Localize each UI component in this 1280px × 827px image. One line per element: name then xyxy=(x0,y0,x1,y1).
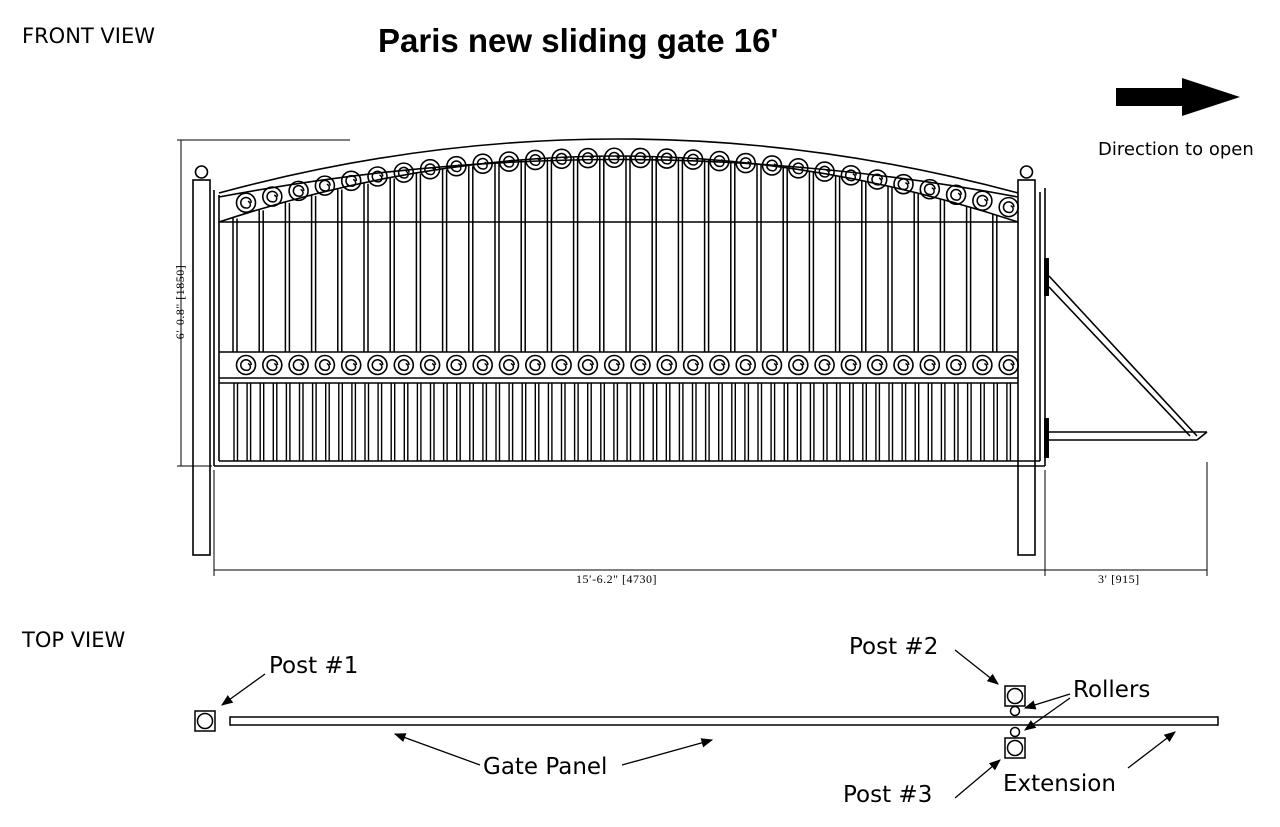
scroll-ornament xyxy=(919,354,941,376)
scroll-ornament xyxy=(840,354,862,376)
rollers-label: Rollers xyxy=(1073,677,1151,703)
scroll-ornament xyxy=(498,354,520,376)
drawing-title: Paris new sliding gate 16' xyxy=(378,22,779,59)
scroll-ornament xyxy=(919,178,941,200)
scroll-ornament xyxy=(787,354,809,376)
scroll-ornament xyxy=(761,354,783,376)
scroll-ornament xyxy=(709,354,730,376)
scroll-ornament xyxy=(972,354,993,376)
scroll-ornament xyxy=(709,150,730,172)
scroll-ornament xyxy=(735,354,757,376)
scroll-ornament xyxy=(814,161,835,182)
hinge-brackets xyxy=(1044,258,1049,458)
post-right xyxy=(1017,165,1036,556)
scroll-ornament xyxy=(682,354,704,376)
scroll-ornament xyxy=(945,184,967,206)
scroll-ornament xyxy=(419,354,441,376)
roller-lower xyxy=(1009,726,1021,738)
scroll-ornament xyxy=(735,152,757,174)
scroll-ornament xyxy=(630,354,651,376)
extension-label: Extension xyxy=(1003,771,1116,797)
scroll-ornament xyxy=(524,149,546,171)
scroll-ornament xyxy=(761,155,783,176)
dimension-lines xyxy=(177,139,1208,576)
callout-arrows xyxy=(221,649,1176,799)
upper-pickets xyxy=(232,156,998,352)
scroll-ornament xyxy=(893,354,914,376)
scroll-ornament xyxy=(367,354,388,376)
scroll-ornament xyxy=(472,153,494,174)
roller-upper xyxy=(1009,705,1021,717)
scroll-ornament xyxy=(498,151,520,172)
lower-pickets xyxy=(233,383,1012,461)
scroll-ornament xyxy=(393,162,415,183)
scroll-ornament xyxy=(288,180,309,202)
scroll-ornament xyxy=(340,354,362,376)
scroll-ornament xyxy=(393,354,415,376)
scroll-ornament xyxy=(551,354,572,376)
scroll-ornament xyxy=(261,354,283,376)
scroll-ornament xyxy=(446,155,467,177)
scroll-ornament xyxy=(630,147,651,169)
middle-scroll-band xyxy=(235,354,1020,376)
post-1-plan xyxy=(194,710,216,732)
scroll-ornament xyxy=(972,190,993,212)
scroll-ornament xyxy=(840,165,862,186)
direction-arrow-icon xyxy=(1116,78,1240,116)
scroll-ornament xyxy=(945,354,967,376)
scroll-ornament xyxy=(235,354,257,376)
scroll-ornament xyxy=(787,158,809,179)
scroll-ornament xyxy=(577,147,599,169)
scroll-ornament xyxy=(340,170,362,192)
height-dimension: 6′-0.8" [1850] xyxy=(173,264,187,340)
top-scroll-band xyxy=(235,147,1020,218)
scroll-ornament xyxy=(288,354,309,376)
scroll-ornament xyxy=(235,192,257,214)
scroll-ornament xyxy=(998,354,1020,376)
post-3-plan xyxy=(1004,737,1026,759)
scroll-ornament xyxy=(893,173,914,195)
post-1-label: Post #1 xyxy=(269,653,359,679)
scroll-ornament xyxy=(314,175,336,196)
scroll-ornament xyxy=(866,354,888,376)
gate-extension-front xyxy=(1048,275,1208,441)
scroll-ornament xyxy=(656,354,678,376)
scroll-ornament xyxy=(603,147,625,169)
scroll-ornament xyxy=(866,169,888,190)
scroll-ornament xyxy=(656,148,678,169)
scroll-ornament xyxy=(682,149,704,170)
scroll-ornament xyxy=(261,186,283,207)
scroll-ornament xyxy=(419,158,441,180)
post-2-label: Post #2 xyxy=(849,634,939,660)
front-view-label: FRONT VIEW xyxy=(22,24,156,48)
extension-dimension: 3′ [915] xyxy=(1098,572,1140,586)
post-left xyxy=(192,165,211,556)
gate-panel-plan xyxy=(229,716,1219,726)
scroll-ornament xyxy=(314,354,336,376)
direction-label: Direction to open xyxy=(1098,139,1254,160)
scroll-ornament xyxy=(367,166,388,187)
scroll-ornament xyxy=(524,354,546,376)
scroll-ornament xyxy=(577,354,599,376)
scroll-ornament xyxy=(446,354,467,376)
top-view-plan xyxy=(194,685,1219,759)
post-3-label: Post #3 xyxy=(843,782,933,808)
scroll-ornament xyxy=(472,354,494,376)
scroll-ornament xyxy=(603,354,625,376)
gate-panel-label: Gate Panel xyxy=(483,754,608,780)
scroll-ornament xyxy=(998,196,1020,218)
width-dimension: 15′-6.2" [4730] xyxy=(576,572,658,586)
top-view-label: TOP VIEW xyxy=(22,628,126,652)
scroll-ornament xyxy=(814,354,835,376)
scroll-ornament xyxy=(551,148,572,170)
